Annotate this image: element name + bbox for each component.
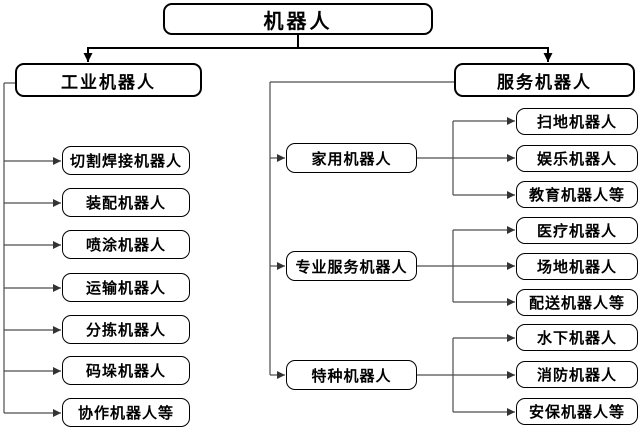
node-robot-root: 机器人 — [163, 3, 433, 35]
node-special-robot: 特种机器人 — [286, 360, 417, 390]
professional-branch-lines — [417, 226, 515, 306]
node-sweeping-robot: 扫地机器人 — [516, 108, 638, 135]
node-field-robot: 场地机器人 — [516, 253, 638, 280]
node-cutting-welding-robot: 切割焊接机器人 — [62, 146, 190, 175]
root-branch-lines — [83, 35, 553, 62]
node-security-robot: 安保机器人等 — [516, 398, 638, 425]
node-delivery-robot: 配送机器人等 — [516, 289, 638, 316]
special-branch-lines — [417, 334, 515, 416]
node-collaborative-robot: 协作机器人等 — [62, 398, 190, 427]
node-palletizing-robot: 码垛机器人 — [62, 356, 190, 385]
node-underwater-robot: 水下机器人 — [516, 324, 638, 351]
service-branch-lines — [269, 81, 454, 379]
node-professional-service-robot: 专业服务机器人 — [286, 251, 417, 281]
node-transport-robot: 运输机器人 — [62, 273, 190, 302]
node-household-robot: 家用机器人 — [286, 143, 417, 173]
node-firefighting-robot: 消防机器人 — [516, 361, 638, 388]
node-assembly-robot: 装配机器人 — [62, 188, 190, 217]
node-medical-robot: 医疗机器人 — [516, 217, 638, 244]
node-entertainment-robot: 娱乐机器人 — [516, 145, 638, 172]
household-branch-lines — [417, 117, 515, 199]
industrial-branch-lines — [3, 82, 61, 417]
node-industrial-robot: 工业机器人 — [15, 63, 202, 97]
node-education-robot: 教育机器人等 — [516, 181, 638, 208]
node-sorting-robot: 分拣机器人 — [62, 315, 190, 344]
node-service-robot: 服务机器人 — [454, 63, 635, 97]
node-spraying-robot: 喷涂机器人 — [62, 230, 190, 259]
